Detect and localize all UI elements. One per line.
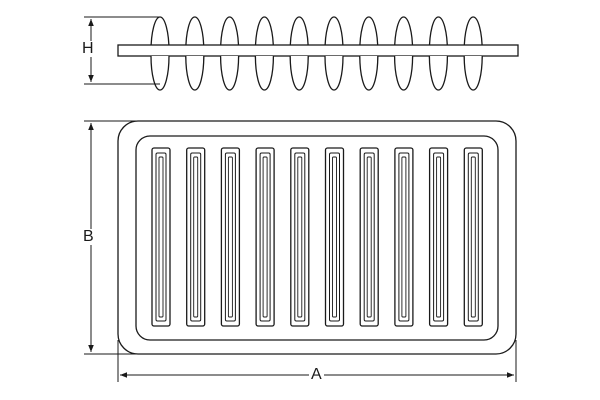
side-pleat-front-1: [150, 55, 170, 91]
top-pleat-1: [151, 147, 171, 327]
width-dimension: [84, 120, 150, 355]
side-pleat-front-9: [428, 55, 449, 91]
top-view: [117, 120, 517, 355]
top-pleat-10: [463, 147, 483, 327]
side-pleat-front-7: [359, 55, 379, 91]
width-label: B: [83, 228, 94, 245]
top-pleat-2: [186, 147, 206, 327]
top-pleat-9: [428, 147, 449, 327]
top-pleat-3: [220, 147, 241, 327]
side-pleat-front-6: [324, 55, 344, 91]
top-pleat-5: [290, 147, 310, 327]
side-pleat-front-3: [219, 55, 240, 91]
side-pleats-front: [150, 55, 483, 91]
top-pleats: [151, 147, 483, 327]
side-pleat-front-8: [393, 55, 414, 91]
outer-frame: [117, 120, 517, 355]
height-label: H: [82, 40, 94, 57]
top-pleat-6: [324, 147, 345, 327]
side-view: [117, 16, 519, 91]
top-pleat-8: [394, 147, 414, 327]
side-frame-plate: [117, 44, 519, 57]
side-pleat-front-2: [185, 55, 205, 91]
top-pleat-7: [359, 147, 379, 327]
length-label: A: [309, 366, 324, 383]
side-pleat-front-5: [289, 55, 309, 91]
side-pleat-front-4: [254, 55, 275, 91]
side-pleat-front-10: [463, 55, 483, 91]
top-pleat-4: [255, 147, 275, 327]
inner-frame: [135, 135, 499, 341]
